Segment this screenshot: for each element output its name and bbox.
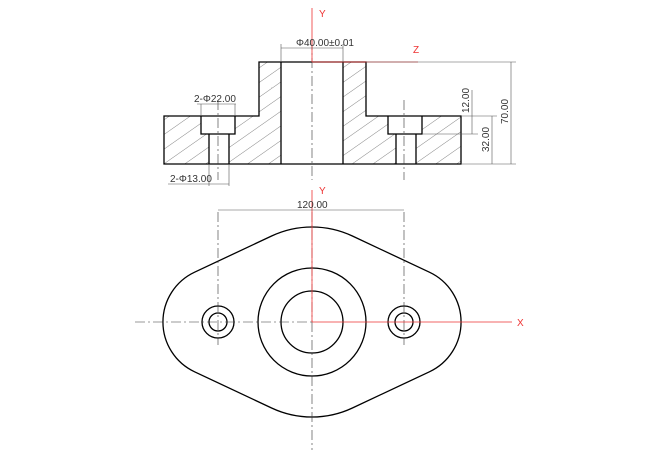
section-outline — [163, 61, 462, 165]
y-axis-label: Y — [319, 9, 326, 20]
z-axis-label: Z — [413, 45, 419, 56]
section-view: Y Z Φ40.00±0.01 2-Φ22.00 2-Φ13.00 70.00 … — [163, 8, 516, 186]
x-axis-label: X — [517, 318, 524, 329]
counterbore-depth-dimension: 12.00 — [461, 88, 472, 113]
y-axis-label: Y — [319, 186, 326, 197]
counterbore-dimension: 2-Φ22.00 — [194, 94, 236, 105]
bore-dimension: Φ40.00±0.01 — [296, 38, 354, 49]
hole-spacing-dimension: 120.00 — [297, 200, 328, 211]
hole-dimension: 2-Φ13.00 — [170, 174, 212, 185]
base-height-dimension: 32.00 — [481, 127, 492, 152]
total-height-dimension: 70.00 — [500, 99, 511, 124]
top-view: Y X 120.00 — [135, 186, 524, 450]
hatched-section — [164, 62, 461, 164]
flange-outline — [162, 226, 462, 418]
